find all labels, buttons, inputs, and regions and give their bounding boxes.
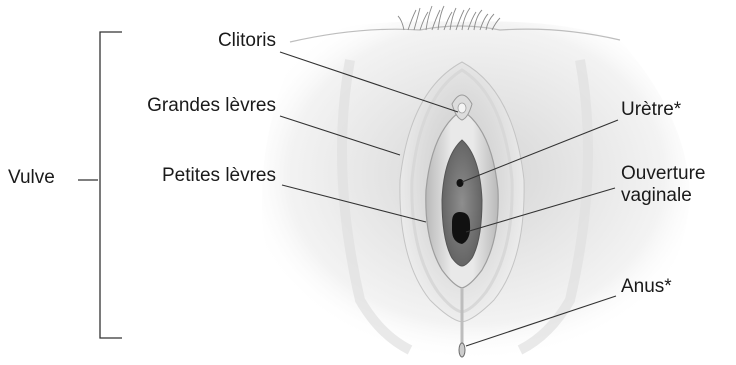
petites-levres-label: Petites lèvres	[162, 165, 276, 187]
ouverture-label-line1: Ouverture	[621, 163, 705, 185]
anus-label: Anus*	[621, 276, 672, 298]
ouverture-vaginale-label: Ouverture vaginale	[621, 163, 705, 207]
vaginal-opening	[452, 212, 470, 244]
ouverture-label-line2: vaginale	[621, 185, 705, 207]
grandes-levres-label: Grandes lèvres	[147, 95, 276, 117]
vulve-bracket	[78, 32, 122, 338]
urethra-opening	[457, 179, 464, 187]
uretre-label: Urètre*	[621, 99, 681, 121]
clitoris-label: Clitoris	[218, 30, 276, 52]
vulve-label: Vulve	[8, 167, 55, 189]
anus-shape	[459, 343, 465, 357]
